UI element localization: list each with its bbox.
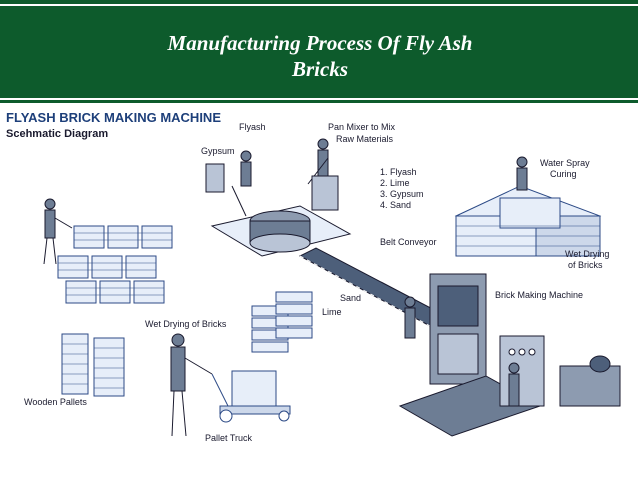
label-pan-mixer-2: Raw Materials [336,134,394,144]
label-sand: Sand [340,293,362,303]
banner-top-rule [0,4,638,6]
worker-curing [516,156,528,191]
worker-machine [404,296,520,407]
worker-left [43,198,73,265]
schematic-illustration [43,138,621,437]
material-item: 2. Lime [380,178,410,188]
materials-list: 1. Flyash 2. Lime 3. Gypsum 4. Sand [380,167,424,211]
label-wet-drying-right-2: of Bricks [568,260,603,270]
curing-stack-lines [456,225,600,247]
label-lime: Lime [322,307,342,317]
material-item: 1. Flyash [380,167,417,177]
pan-mixer [210,185,352,257]
raw-material-bins [205,163,339,211]
label-wooden-pallets: Wooden Pallets [24,397,87,407]
banner-bottom-rule [0,98,638,100]
diagram-heading: FLYASH BRICK MAKING MACHINE [6,110,221,125]
wet-drying-left-stacks [57,225,173,304]
pallet-truck [211,370,291,423]
brick-stacks-center [251,291,313,353]
wooden-pallets-slats [62,343,124,389]
material-item: 4. Sand [380,200,412,210]
control-panel [499,335,621,407]
wooden-pallets [61,333,125,397]
label-brick-making-machine: Brick Making Machine [495,290,584,300]
slide-title: Manufacturing Process Of Fly Ash Bricks [40,30,600,82]
brick-making-machine [398,273,542,437]
workers-mixer [240,138,329,187]
wet-drying-left-brick-lines [58,232,172,296]
label-pan-mixer-1: Pan Mixer to Mix [328,122,396,132]
title-banner: Manufacturing Process Of Fly Ash Bricks [0,0,638,103]
label-wet-drying-left: Wet Drying of Bricks [145,319,227,329]
label-gypsum: Gypsum [201,146,235,156]
label-belt-conveyor: Belt Conveyor [380,237,437,247]
label-wet-drying-right-1: Wet Drying [565,249,610,259]
slide-title-line-2: Bricks [291,57,348,81]
label-flyash: Flyash [239,122,266,132]
worker-pallet-truck [170,333,213,437]
label-water-spray-2: Curing [550,169,577,179]
material-item: 3. Gypsum [380,189,424,199]
curing-stacks [454,185,602,257]
slide-title-line-1: Manufacturing Process Of Fly Ash [167,31,473,55]
label-pallet-truck: Pallet Truck [205,433,253,443]
label-water-spray-1: Water Spray [540,158,590,168]
diagram-subheading: Scehmatic Diagram [6,128,109,140]
schematic-diagram: FLYASH BRICK MAKING MACHINE Scehmatic Di… [0,106,638,479]
